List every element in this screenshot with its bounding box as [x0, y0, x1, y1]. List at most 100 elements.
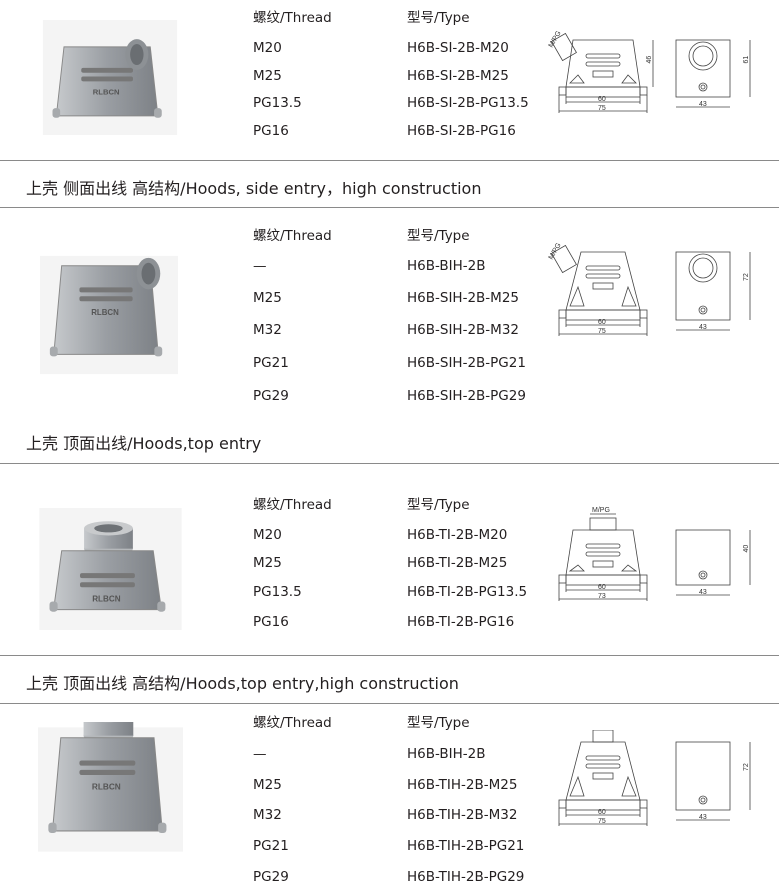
hood-photo: RLBCN [30, 20, 190, 139]
thread-value: PG16 [253, 614, 289, 630]
inner-width-label: 60 [598, 809, 606, 816]
inner-width-label: 60 [598, 96, 606, 103]
side-height-label: 40 [743, 545, 750, 553]
thread-value: M25 [253, 290, 282, 306]
brand-logo: RLBCN [91, 308, 119, 317]
section-divider [0, 703, 779, 704]
section-divider [0, 160, 779, 161]
side-height-label: 72 [743, 273, 750, 281]
dimension-drawing: M/PG 60 73 43 40 [558, 507, 751, 601]
side-view [675, 529, 751, 596]
side-view [675, 741, 751, 821]
entry-label: M/PG [548, 30, 563, 49]
thread-value: M32 [253, 807, 282, 823]
technical-drawing: M/PG 60 73 43 40 [548, 500, 778, 629]
entry-label: M/PG [548, 242, 563, 261]
outer-width-label: 75 [598, 818, 606, 825]
thread-value: PG13.5 [253, 584, 302, 600]
hood-photo-svg: RLBCN [38, 707, 183, 852]
hood-photo-svg: RLBCN [39, 508, 182, 630]
type-value: H6B-TIH-2B-PG29 [407, 869, 525, 885]
type-value: H6B-BIH-2B [407, 746, 486, 762]
brand-logo: RLBCN [92, 783, 121, 792]
thread-value: M20 [253, 40, 282, 56]
outer-width-label: 75 [598, 105, 606, 112]
side-width-label: 43 [699, 324, 707, 331]
side-width-label: 43 [699, 101, 707, 108]
thread-value: M25 [253, 68, 282, 84]
type-value: H6B-SIH-2B-PG21 [407, 355, 526, 371]
thread-header: 螺纹/Thread [253, 228, 332, 244]
type-value: H6B-SI-2B-M20 [407, 40, 509, 56]
inner-width-label: 60 [598, 319, 606, 326]
thread-value: PG29 [253, 388, 289, 404]
type-value: H6B-TIH-2B-M32 [407, 807, 518, 823]
entry-label: M/PG [592, 507, 610, 514]
thread-header: 螺纹/Thread [253, 715, 332, 731]
thread-value: — [253, 746, 267, 762]
side-view [675, 251, 751, 331]
outer-width-label: 75 [598, 328, 606, 335]
thread-value: M20 [253, 527, 282, 543]
hood-photo-svg: RLBCN [40, 255, 178, 375]
thread-header: 螺纹/Thread [253, 10, 332, 26]
type-value: H6B-TIH-2B-PG21 [407, 838, 525, 854]
technical-drawing: M/PG 60 75 43 72 [548, 240, 778, 364]
thread-value: PG16 [253, 123, 289, 139]
type-value: H6B-SI-2B-PG16 [407, 123, 516, 139]
side-height-label: 72 [743, 763, 750, 771]
thread-value: — [253, 258, 267, 274]
type-value: H6B-SI-2B-M25 [407, 68, 509, 84]
type-value: H6B-BIH-2B [407, 258, 486, 274]
type-value: H6B-TI-2B-PG16 [407, 614, 515, 630]
section-divider [0, 207, 779, 208]
side-height-label: 61 [743, 56, 750, 64]
thread-value: PG21 [253, 355, 289, 371]
type-header: 型号/Type [407, 715, 470, 731]
hood-photo: RLBCN [38, 508, 183, 634]
thread-header: 螺纹/Thread [253, 497, 332, 513]
thread-value: M25 [253, 555, 282, 571]
brand-logo: RLBCN [93, 88, 120, 97]
type-header: 型号/Type [407, 10, 470, 26]
side-width-label: 43 [699, 589, 707, 596]
technical-drawing: M/PG 60 75 43 61 46 [548, 22, 778, 141]
brand-logo: RLBCN [92, 595, 121, 604]
thread-value: PG21 [253, 838, 289, 854]
inner-width-label: 60 [598, 584, 606, 591]
hood-photo-svg: RLBCN [42, 20, 178, 135]
type-value: H6B-SI-2B-PG13.5 [407, 95, 529, 111]
section-divider [0, 655, 779, 656]
type-value: H6B-SIH-2B-M32 [407, 322, 519, 338]
dimension-drawing: M/PG 60 75 43 72 [548, 242, 751, 336]
side-view [652, 39, 751, 108]
section-divider [0, 463, 779, 464]
hood-photo: RLBCN [40, 245, 178, 389]
front-view [558, 725, 648, 826]
type-value: H6B-TI-2B-M20 [407, 527, 508, 543]
dimension-drawing: M/PG 60 75 43 61 46 [548, 30, 751, 113]
type-value: H6B-TIH-2B-M25 [407, 777, 518, 793]
type-value: H6B-TI-2B-PG13.5 [407, 584, 528, 600]
thread-value: PG13.5 [253, 95, 302, 111]
type-header: 型号/Type [407, 228, 470, 244]
section-title: 上壳 顶面出线/Hoods,top entry [26, 434, 262, 453]
thread-value: M25 [253, 777, 282, 793]
hood-photo: RLBCN [38, 707, 183, 861]
outer-width-label: 73 [598, 593, 606, 600]
type-value: H6B-TI-2B-M25 [407, 555, 508, 571]
type-value: H6B-SIH-2B-PG29 [407, 388, 526, 404]
front-view [558, 513, 648, 601]
front-view [551, 244, 648, 336]
height-label: 46 [646, 56, 653, 64]
type-header: 型号/Type [407, 497, 470, 513]
side-width-label: 43 [699, 814, 707, 821]
type-value: H6B-SIH-2B-M25 [407, 290, 519, 306]
thread-value: PG29 [253, 869, 289, 885]
section-title: 上壳 顶面出线 高结构/Hoods,top entry,high constru… [26, 674, 459, 693]
front-view [551, 32, 648, 113]
thread-value: M32 [253, 322, 282, 338]
